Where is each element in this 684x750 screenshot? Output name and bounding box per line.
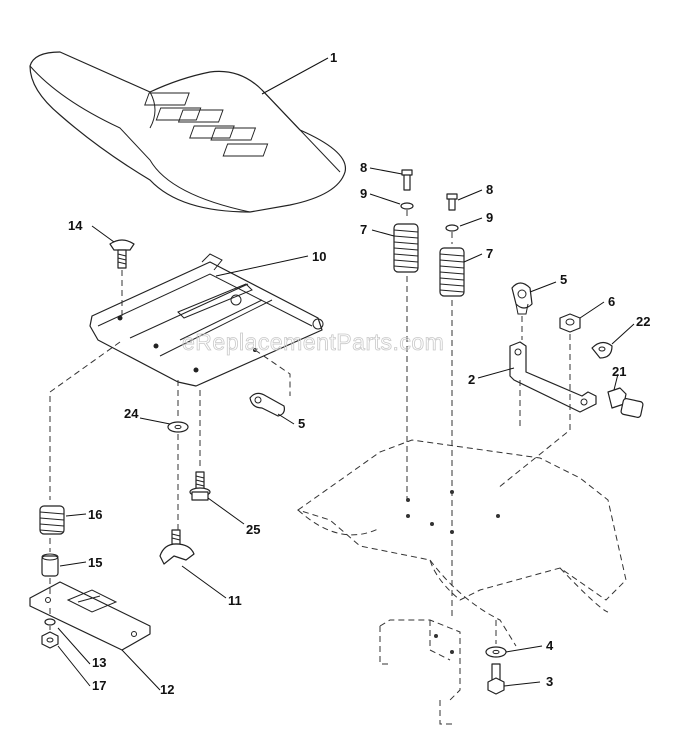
callout-22: 22 [636,314,650,329]
seat-pan [89,253,324,387]
hex-bolt [189,471,211,501]
callout-17: 17 [92,678,106,693]
washer-nut [591,341,613,359]
callout-7: 7 [360,222,367,237]
callout-25: 25 [246,522,260,537]
callout-11: 11 [228,593,242,608]
callout-5: 5 [560,272,567,287]
callout-6: 6 [608,294,615,309]
frame-outline [296,439,627,725]
callout-4: 4 [546,638,554,653]
callout-8: 8 [486,182,493,197]
callout-7: 7 [486,246,493,261]
callout-15: 15 [88,555,102,570]
alignment-lines [49,210,571,644]
callout-8: 8 [360,160,367,175]
callout-13: 13 [92,655,106,670]
seat-switch-clip-lower [249,392,285,417]
seat-switch-clip-upper [511,282,533,315]
hex-nut [41,631,59,649]
knob [159,529,195,565]
bracket [509,341,597,413]
leader-lines [57,57,635,691]
callout-1: 1 [330,50,337,65]
callout-3: 3 [546,674,553,689]
callout-10: 10 [312,249,326,264]
callout-16: 16 [88,507,102,522]
callout-21: 21 [612,364,626,379]
flat-washer [485,646,507,658]
slide-plate [29,581,151,651]
shoulder-bolt [607,387,644,418]
spacer [41,553,59,577]
callout-12: 12 [160,682,174,697]
watermark: eReplacementParts.com [182,329,444,355]
carriage-bolt [109,239,135,269]
washer [167,421,189,433]
callout-9: 9 [360,186,367,201]
callout-labels: 1 8 9 7 8 9 7 14 10 5 6 22 2 21 5 24 25 … [68,50,650,697]
callout-5: 5 [298,416,305,431]
washer-small [44,618,56,626]
callout-14: 14 [68,218,83,233]
callout-9: 9 [486,210,493,225]
adjust-spring [39,505,65,535]
seat [29,51,347,213]
callout-24: 24 [124,406,139,421]
spring-stack-left [393,169,419,273]
spring-stack-right [439,193,465,297]
callout-2: 2 [468,372,475,387]
cap-screw [487,663,505,695]
nut [559,313,581,333]
